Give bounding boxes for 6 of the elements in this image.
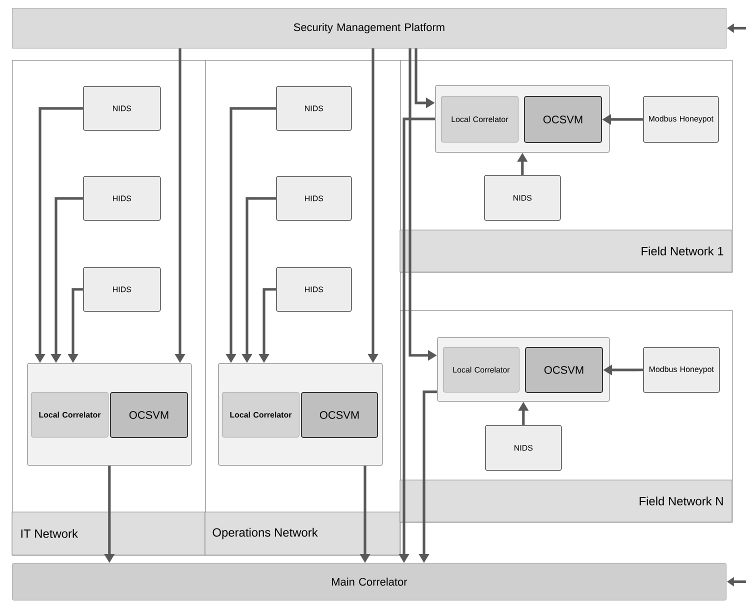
platform-bar: Security Management Platform xyxy=(12,8,726,48)
model-box: OCSVM xyxy=(525,347,603,393)
model-box: OCSVM xyxy=(301,392,378,438)
model-box: OCSVM xyxy=(524,96,602,143)
correlator-bar: Main Correlator xyxy=(12,563,726,600)
model-box: OCSVM xyxy=(110,392,188,438)
